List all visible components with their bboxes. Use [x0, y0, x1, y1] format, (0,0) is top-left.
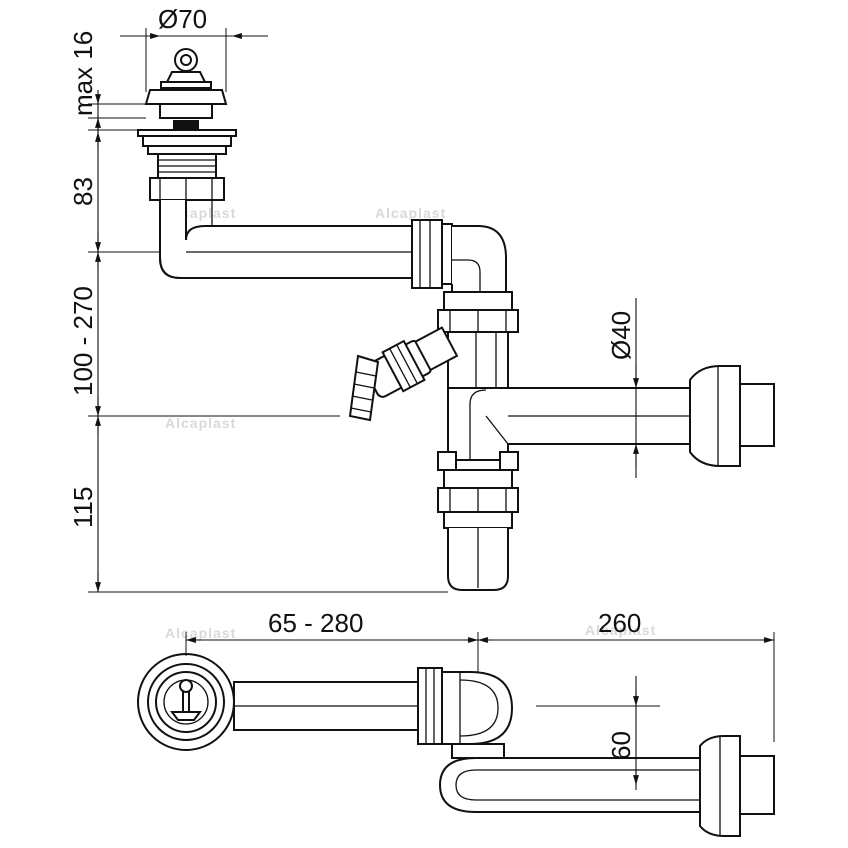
watermark: Alcaplast [165, 415, 236, 431]
watermark: Alcaplast [165, 625, 236, 641]
pipe-elbow [451, 225, 507, 293]
top-view [137, 653, 775, 837]
dim-horizontal-span: 65 - 280 [268, 608, 363, 638]
dim-offset: 60 [606, 731, 636, 760]
sink-strainer [137, 48, 237, 201]
dim-strainer-height: 83 [68, 177, 98, 206]
horizontal-drain-pipe [159, 200, 453, 289]
dim-diameter-top: Ø70 [158, 4, 207, 34]
dim-outlet-diameter: Ø40 [606, 311, 636, 360]
top-view-dimensions: 65 - 280 260 60 [185, 608, 775, 790]
watermark: Alcaplast [375, 205, 446, 221]
outlet-tee [447, 365, 775, 467]
dim-trap-depth: 115 [68, 487, 98, 528]
side-view-dimensions: Ø70 max 16 83 100 - 270 115 Ø40 [68, 4, 639, 593]
dim-adjustable-height: 100 - 270 [68, 286, 98, 396]
appliance-connector [348, 326, 459, 422]
trap-bowl [437, 451, 519, 591]
watermark: Alcaplast [585, 622, 656, 638]
trap-body [437, 291, 519, 389]
dim-max-height: max 16 [68, 31, 98, 116]
dim-outlet-length: 260 [598, 608, 641, 638]
